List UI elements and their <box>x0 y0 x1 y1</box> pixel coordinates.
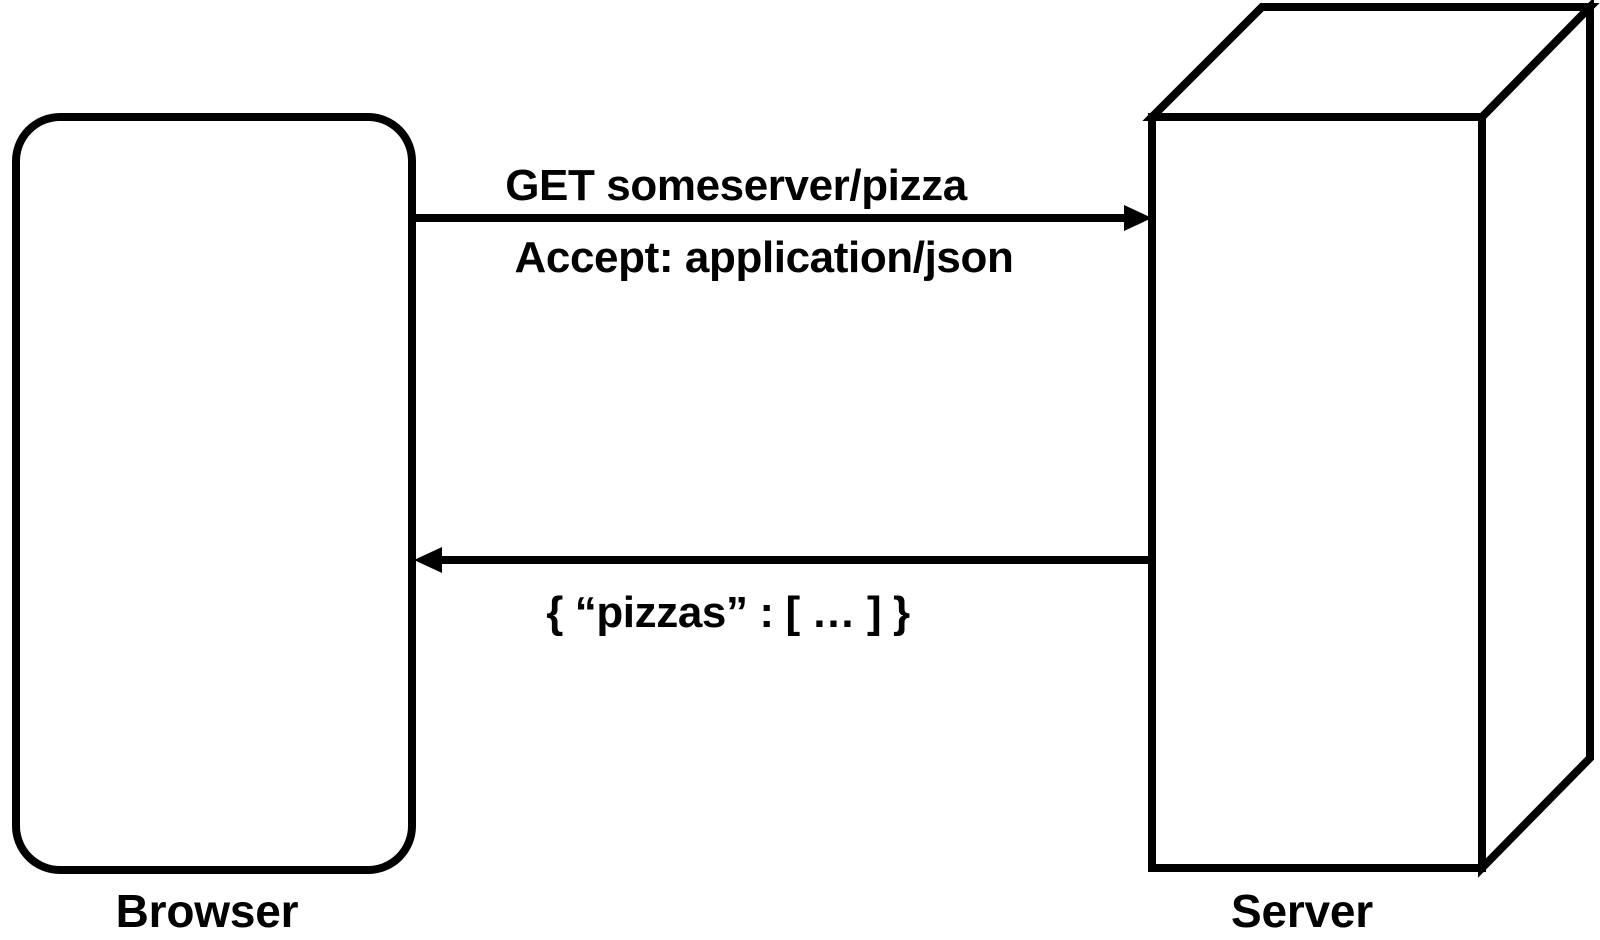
browser-rounded-rectangle[interactable] <box>12 113 416 874</box>
browser-node-label: Browser <box>116 885 299 937</box>
node-server[interactable] <box>1142 0 1600 878</box>
request-arrow-head-icon <box>1124 205 1152 231</box>
response-label-line-1: { “pizzas” : [ … ] } <box>546 588 910 637</box>
server-node-label: Server <box>1231 885 1373 937</box>
server-right-face[interactable] <box>1478 0 1594 878</box>
response-arrow-head-icon <box>414 547 442 573</box>
server-front-face[interactable] <box>1148 113 1486 872</box>
server-top-face[interactable] <box>1142 3 1600 121</box>
response-arrow[interactable] <box>414 547 1152 573</box>
request-label-line-1: GET someserver/pizza <box>505 161 967 210</box>
node-browser[interactable] <box>12 113 416 874</box>
request-arrow[interactable] <box>410 205 1152 231</box>
request-label-line-2: Accept: application/json <box>515 233 1014 282</box>
